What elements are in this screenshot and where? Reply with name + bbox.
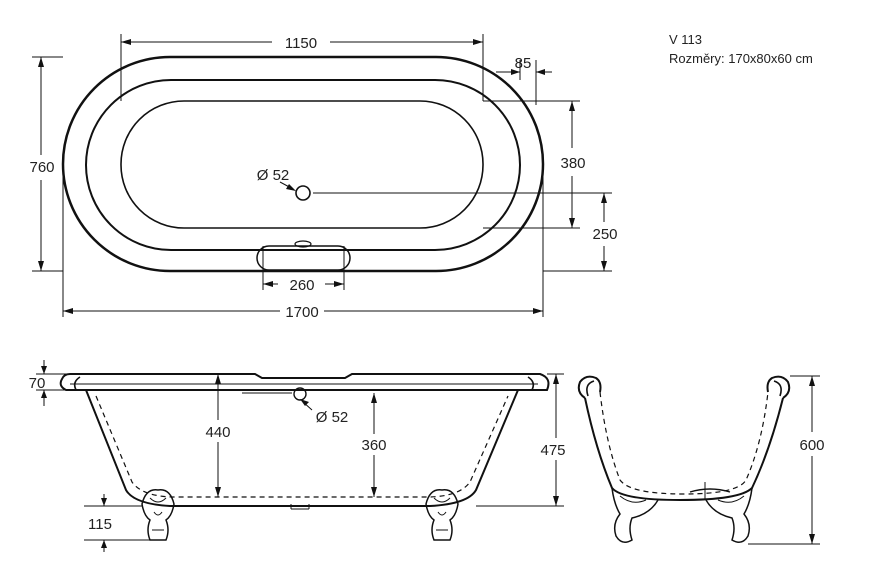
dim-basin-width: 380 bbox=[560, 155, 585, 172]
dim-drain-diameter-side: Ø 52 bbox=[316, 409, 349, 426]
drain-hole bbox=[295, 185, 311, 201]
tub-basin bbox=[120, 100, 484, 229]
dim-foot-height: 115 bbox=[88, 516, 112, 533]
dim-inner-depth: 440 bbox=[205, 424, 230, 441]
tub-inner-rim bbox=[85, 79, 521, 251]
dim-drain-diameter-top: Ø 52 bbox=[257, 167, 290, 184]
end-foot-left bbox=[611, 487, 659, 543]
end-foot-right bbox=[705, 487, 753, 543]
side-drain bbox=[293, 387, 307, 401]
dim-drain-offset: 250 bbox=[592, 226, 617, 243]
overflow-recess bbox=[256, 245, 351, 271]
top-view: 1150 85 760 380 250 Ø 52 bbox=[29, 34, 618, 321]
side-view: 70 440 Ø 52 360 475 115 bbox=[29, 360, 566, 552]
dim-side-height: 475 bbox=[540, 442, 565, 459]
dim-rim-thickness: 70 bbox=[29, 375, 46, 392]
dim-inner-length: 1150 bbox=[285, 35, 317, 52]
foot-left bbox=[141, 489, 175, 541]
size-label: Rozměry: 170x80x60 cm bbox=[669, 51, 813, 66]
dim-overflow-width: 260 bbox=[289, 277, 314, 294]
dim-total-height: 600 bbox=[799, 437, 824, 454]
model-label: V 113 bbox=[669, 32, 702, 47]
dim-total-length: 1700 bbox=[285, 304, 318, 321]
dim-tub-width: 760 bbox=[29, 159, 54, 176]
dim-drain-depth: 360 bbox=[361, 437, 386, 454]
dim-rim-width: 85 bbox=[515, 55, 532, 72]
tub-outer-rim bbox=[61, 55, 545, 273]
end-view: 600 bbox=[577, 375, 825, 545]
foot-right bbox=[425, 489, 459, 541]
